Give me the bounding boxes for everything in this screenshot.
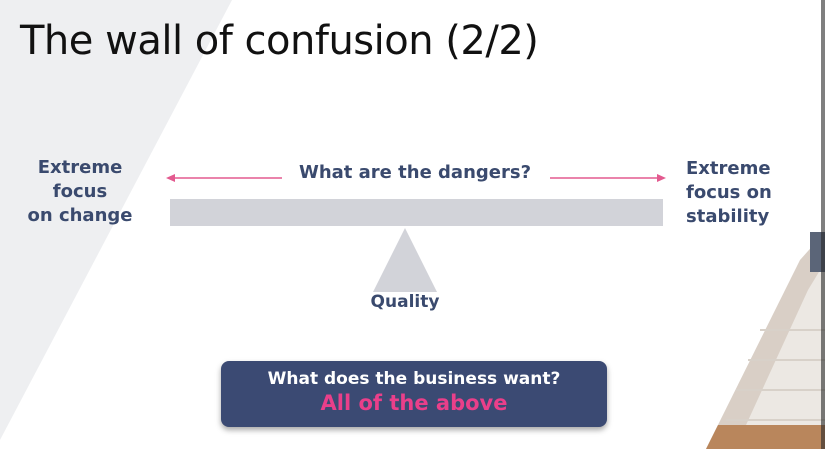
fulcrum-triangle (373, 228, 437, 292)
photo-right-border (821, 0, 825, 449)
left-label-line: focus (52, 181, 108, 202)
photo-floor (706, 425, 825, 449)
answer-callout-box: What does the business want? All of the … (221, 361, 607, 427)
callout-question: What does the business want? (267, 369, 561, 389)
photo-brick-wall (735, 262, 825, 449)
fulcrum-label: Quality (370, 292, 440, 312)
balance-beam (170, 199, 663, 226)
right-label-line: focus on (686, 182, 772, 203)
background-diagonal-band (0, 0, 232, 440)
left-label-line: on change (27, 205, 133, 226)
left-arrow-head (166, 174, 175, 182)
center-question: What are the dangers? (298, 162, 532, 183)
right-label-line: Extreme (686, 158, 771, 179)
callout-answer: All of the above (320, 391, 508, 415)
right-extreme-label: Extreme focus on stability (686, 157, 786, 229)
slide-title: The wall of confusion (2/2) (20, 18, 539, 64)
right-label-line: stability (686, 206, 770, 227)
right-arrow-head (657, 174, 666, 182)
left-extreme-label: Extreme focus on change (20, 156, 140, 228)
left-label-line: Extreme (37, 157, 123, 178)
